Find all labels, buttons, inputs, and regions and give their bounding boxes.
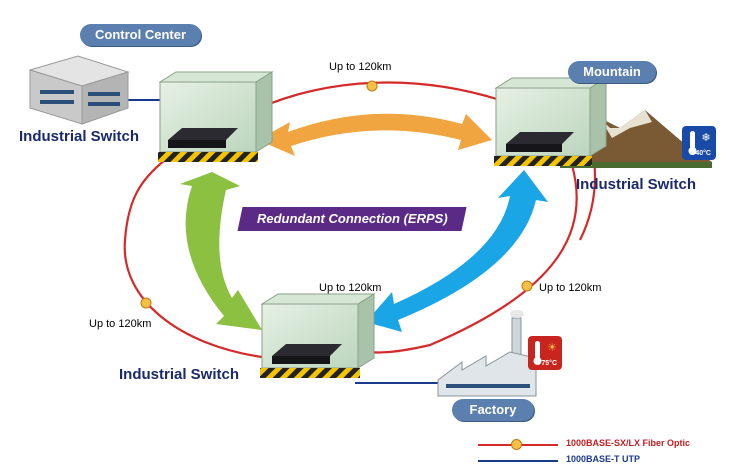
fiber-marker bbox=[521, 280, 533, 292]
legend-utp-text: 1000BASE-T UTP bbox=[566, 454, 641, 464]
green-arrow bbox=[180, 172, 262, 330]
distance-label-left: Up to 120km bbox=[89, 318, 152, 330]
fiber-marker bbox=[140, 297, 152, 309]
hot-temp-badge: 75°C bbox=[530, 338, 560, 370]
erps-label: Redundant Connection (ERPS) bbox=[256, 211, 448, 226]
blue-arrow bbox=[366, 170, 548, 332]
mountain-label: Mountain bbox=[568, 61, 656, 83]
switch-label-top-right: Industrial Switch bbox=[576, 176, 697, 193]
switch-box-top-right bbox=[494, 77, 608, 166]
legend-utp-line bbox=[478, 460, 558, 462]
svg-text:☀: ☀ bbox=[547, 341, 557, 354]
erps-banner: Redundant Connection (ERPS) bbox=[237, 207, 467, 231]
hot-thermometer-icon: ☀ bbox=[528, 336, 562, 370]
distance-label-right: Up to 120km bbox=[539, 282, 602, 294]
switch-label-top-left: Industrial Switch bbox=[19, 128, 140, 145]
legend-fiber-marker bbox=[511, 439, 522, 450]
cold-temp-badge: -40°C bbox=[684, 128, 714, 160]
factory-label: Factory bbox=[452, 399, 534, 421]
switch-label-bottom: Industrial Switch bbox=[119, 366, 240, 383]
hot-temp-value: 75°C bbox=[541, 360, 557, 367]
switch-box-bottom bbox=[260, 293, 376, 378]
control-center-building bbox=[28, 55, 130, 125]
switch-box-top-left bbox=[158, 71, 274, 162]
factory-building bbox=[437, 310, 537, 397]
distance-label-top: Up to 120km bbox=[329, 61, 392, 73]
svg-text:❄: ❄ bbox=[701, 131, 710, 144]
distance-label-center-bottom: Up to 120km bbox=[319, 282, 382, 294]
control-center-label: Control Center bbox=[80, 24, 201, 46]
cold-temp-value: -40°C bbox=[693, 150, 711, 157]
cold-thermometer-icon: ❄ bbox=[682, 126, 716, 160]
legend-fiber-text: 1000BASE-SX/LX Fiber Optic bbox=[566, 438, 691, 448]
fiber-marker bbox=[366, 80, 378, 92]
orange-arrow bbox=[258, 113, 492, 156]
